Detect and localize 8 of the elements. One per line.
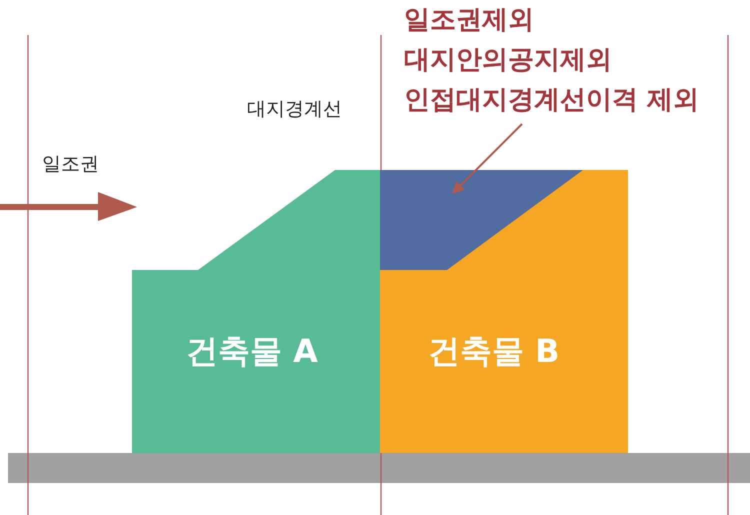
label-text: 대지경계선 xyxy=(247,97,342,122)
building-label: 건축물 B xyxy=(428,331,560,372)
label-text: 일조권 xyxy=(42,152,99,177)
note-text: 인접대지경계선이격 제외 xyxy=(404,84,700,117)
building-label: 건축물 A xyxy=(186,331,318,372)
note-text: 일조권제외 xyxy=(404,4,534,37)
leader-arrow xyxy=(452,123,523,194)
note-text: 대지안의공지제외 xyxy=(404,44,612,77)
